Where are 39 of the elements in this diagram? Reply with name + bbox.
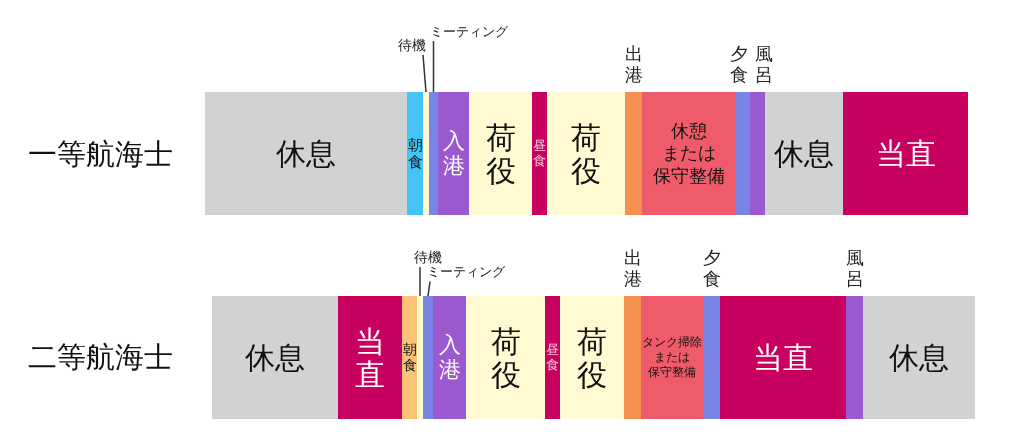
callout-label: 待機 <box>398 38 426 52</box>
leader-line <box>422 54 427 93</box>
leader-line <box>432 40 435 93</box>
segment-label: 荷役 <box>577 324 607 391</box>
segment-label-line: 休憩 <box>670 119 707 143</box>
segment-label-line: または <box>654 350 690 365</box>
segment-label-line: または <box>661 142 716 165</box>
segment-label: 朝食 <box>407 137 423 170</box>
segment-label: 入港 <box>438 333 461 382</box>
segment-label: 荷役 <box>571 120 601 187</box>
segment-label-line: 保守整備 <box>648 365 696 380</box>
segment-label: 昼食 <box>533 139 546 168</box>
segment-heading: 夕食 <box>729 42 748 86</box>
segment-label: 当直 <box>875 134 936 173</box>
segment-label: 入港 <box>442 129 465 178</box>
segment-label-line: 保守整備 <box>652 164 725 188</box>
segment-label-line: タンク掃除 <box>642 335 702 350</box>
callout-label: ミーティング <box>430 25 508 38</box>
row-label: 二等航海士 <box>28 339 173 376</box>
segment-label: 休息 <box>889 338 949 377</box>
segment-label: 当直 <box>753 338 813 377</box>
callout-label: ミーティング <box>427 266 505 279</box>
segment-heading: 出港 <box>623 246 642 290</box>
callout-label: 待機 <box>414 250 442 264</box>
segment-heading: 風呂 <box>845 246 864 290</box>
segment-label: 朝食 <box>402 342 417 373</box>
row-label: 一等航海士 <box>28 136 173 173</box>
segment-label: 荷役 <box>490 324 521 391</box>
segment-label: 荷役 <box>485 120 516 187</box>
segment-label: 休息 <box>774 134 834 173</box>
segment-label: 昼食 <box>546 343 559 372</box>
segment-label: 当直 <box>355 324 385 391</box>
segment-heading: 風呂 <box>754 42 773 86</box>
leader-line <box>419 266 421 297</box>
segment-label: 休息 <box>276 134 336 173</box>
segment-label: 休息 <box>245 338 305 377</box>
leader-line <box>427 280 431 297</box>
segment-heading: 出港 <box>624 42 643 86</box>
segment-heading: 夕食 <box>702 246 721 290</box>
